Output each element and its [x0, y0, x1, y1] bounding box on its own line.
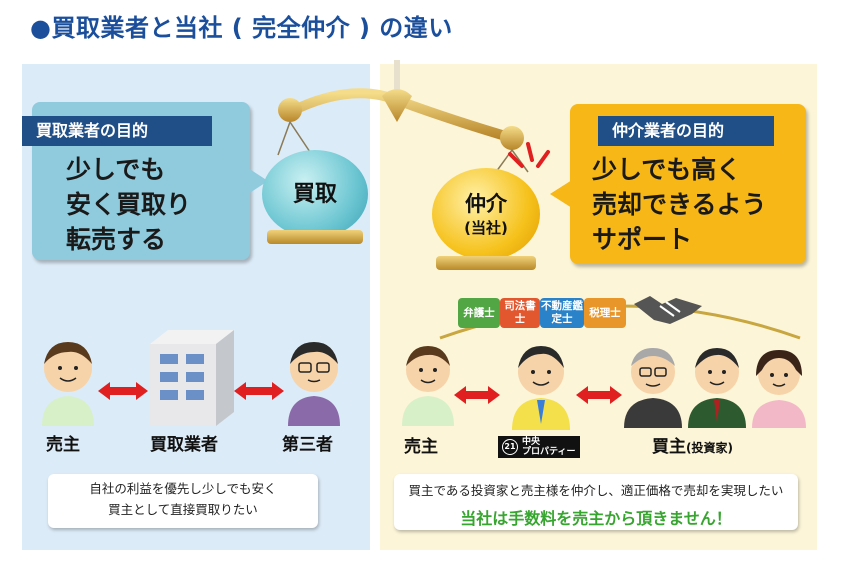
buyer-label-main: 買主: [652, 437, 686, 457]
right-bubble-line: 売却できるよう: [592, 190, 767, 219]
puzzle-piece-tax-accountant: 税理士: [584, 298, 626, 328]
right-scale-plate: [436, 256, 536, 270]
seller-person-icon: [42, 342, 94, 426]
buyer-label-sub: (投資家): [686, 441, 733, 455]
page-title: ●買取業者と当社 ( 完全仲介 ) の違い: [30, 14, 453, 42]
buyer-person-icon: [752, 350, 806, 428]
third-party-label: 第三者: [282, 435, 333, 455]
left-bubble-line: 転売する: [66, 225, 167, 254]
third-party-person-icon: [288, 342, 340, 426]
right-note-text: 買主である投資家と売主様を仲介し、適正価格で売却を実現したい: [408, 483, 784, 498]
puzzle-piece-appraiser: 不動産鑑定士: [540, 298, 584, 328]
bubble-pointer: [248, 168, 268, 194]
logo-line2: プロパティー: [522, 447, 576, 457]
left-bubble-text: 少しでも 安く買取り 転売する: [66, 152, 191, 257]
buyer-label: 買主(投資家): [652, 432, 733, 457]
right-ball-line2: (当社): [464, 219, 508, 237]
right-bubble-text: 少しでも高く 売却できるよう サポート: [592, 152, 767, 257]
buyer-person-icon: [688, 348, 746, 428]
double-arrow-icon: [576, 386, 622, 404]
bubble-pointer: [550, 180, 572, 208]
puzzle-piece-scrivener: 司法書士: [500, 298, 540, 328]
left-note-line: 自社の利益を優先し少しでも安く: [89, 481, 277, 496]
left-scale-plate: [267, 230, 363, 244]
right-ball-label: 仲介 (当社): [432, 192, 540, 240]
double-arrow-icon: [234, 382, 284, 400]
right-tag: 仲介業者の目的: [598, 116, 774, 146]
left-note-line: 買主として直接買取りたい: [108, 502, 258, 517]
left-ball-label: 買取: [292, 182, 337, 207]
fee-highlight: 当社は手数料を売主から頂きません！: [460, 509, 732, 528]
right-note: 買主である投資家と売主様を仲介し、適正価格で売却を実現したい 当社は手数料を売主…: [394, 474, 798, 530]
left-bubble-line: 安く買取り: [66, 190, 192, 219]
puzzle-piece-lawyer: 弁護士: [458, 298, 500, 328]
right-ball-line1: 仲介: [465, 192, 507, 216]
right-bubble-line: 少しでも高く: [592, 155, 742, 184]
seller-label-left: 売主: [46, 435, 80, 455]
left-tag: 買取業者の目的: [22, 116, 212, 146]
left-note: 自社の利益を優先し少しでも安く 買主として直接買取りたい: [48, 474, 318, 528]
right-bubble-line: サポート: [592, 225, 693, 254]
right-scale-ball: [432, 168, 540, 260]
company-logo: 21 中央 プロパティー: [498, 436, 580, 458]
seller-label-right: 売主: [404, 437, 438, 457]
emphasis-lines-icon: [508, 142, 550, 168]
logo-line1: 中央: [522, 437, 541, 447]
building-icon: [150, 330, 234, 426]
buyer-person-icon: [624, 348, 682, 428]
double-arrow-icon: [98, 382, 148, 400]
agent-person-icon: [512, 346, 570, 430]
left-scale-ball: [262, 150, 368, 238]
double-arrow-icon: [454, 386, 500, 404]
left-bubble-line: 少しでも: [66, 155, 166, 184]
seller-person-icon: [402, 346, 454, 426]
logo-mark: 21: [502, 439, 518, 455]
handshake-icon: [634, 296, 702, 324]
dealer-label: 買取業者: [150, 435, 218, 455]
